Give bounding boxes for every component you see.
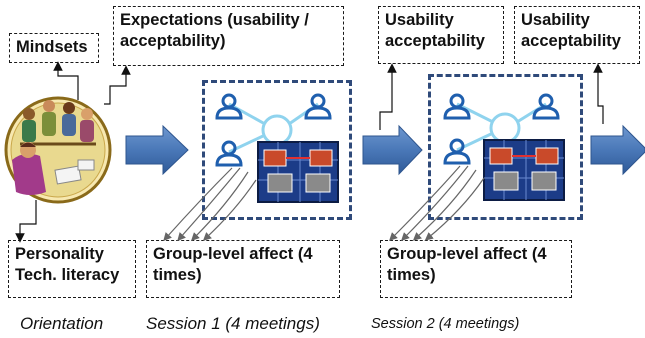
session-1-content: [215, 93, 339, 203]
orientation-meeting-picture: [4, 96, 112, 204]
arrow-to-mindsets: [53, 61, 79, 100]
arrow-to-personality: [15, 200, 37, 243]
usability-box-1-line2: acceptability: [385, 32, 485, 50]
person-icon: [304, 93, 332, 120]
arrow-to-usability-1: [379, 63, 397, 130]
usability-box-2-line2: acceptability: [521, 32, 621, 50]
caption-session-2: Session 2 (4 meetings): [371, 316, 520, 332]
affect-curves-session-1: [163, 167, 257, 242]
flow-arrow-1: [125, 124, 189, 176]
caption-orientation: Orientation: [20, 314, 104, 333]
usability-box-1: Usability acceptability: [378, 6, 504, 64]
person-icon: [532, 93, 560, 120]
person-icon: [443, 138, 471, 165]
flow-arrow-2: [362, 124, 423, 176]
arrow-to-usability-2: [593, 63, 604, 124]
person-icon: [215, 140, 243, 167]
session-2-frame: [428, 74, 583, 220]
flow-arrow-3: [590, 124, 645, 176]
session-2-content: [443, 93, 565, 201]
affect-curves-session-2: [389, 165, 485, 241]
mindsets-box: Mindsets: [9, 33, 99, 63]
usability-box-2: Usability acceptability: [514, 6, 640, 64]
group-affect-2-line1: Group-level affect (4: [387, 245, 547, 263]
usability-box-1-line1: Usability: [385, 11, 454, 29]
session-1-frame: [202, 80, 352, 220]
personality-line2: Tech. literacy: [15, 266, 120, 284]
person-icon: [443, 93, 471, 120]
group-affect-2-line2: times): [387, 266, 436, 284]
expectations-box: Expectations (usability / acceptability): [113, 6, 344, 66]
caption-session-1: Session 1 (4 meetings): [146, 314, 320, 333]
expectations-line1: Expectations (usability /: [120, 11, 309, 29]
mindsets-label: Mindsets: [16, 38, 88, 56]
group-affect-1-line1: Group-level affect (4: [153, 245, 313, 263]
usability-box-2-line1: Usability: [521, 11, 590, 29]
network-computers-picture: [483, 139, 565, 201]
personality-box: Personality Tech. literacy: [8, 240, 136, 298]
personality-line1: Personality: [15, 245, 104, 263]
expectations-line2: acceptability): [120, 32, 226, 50]
person-icon: [215, 93, 243, 120]
connector-arrows: [15, 61, 604, 243]
arrow-to-expectations: [104, 65, 131, 105]
group-affect-box-1: Group-level affect (4 times): [146, 240, 340, 298]
group-affect-1-line2: times): [153, 266, 202, 284]
group-affect-box-2: Group-level affect (4 times): [380, 240, 572, 298]
network-computers-picture: [257, 141, 339, 203]
